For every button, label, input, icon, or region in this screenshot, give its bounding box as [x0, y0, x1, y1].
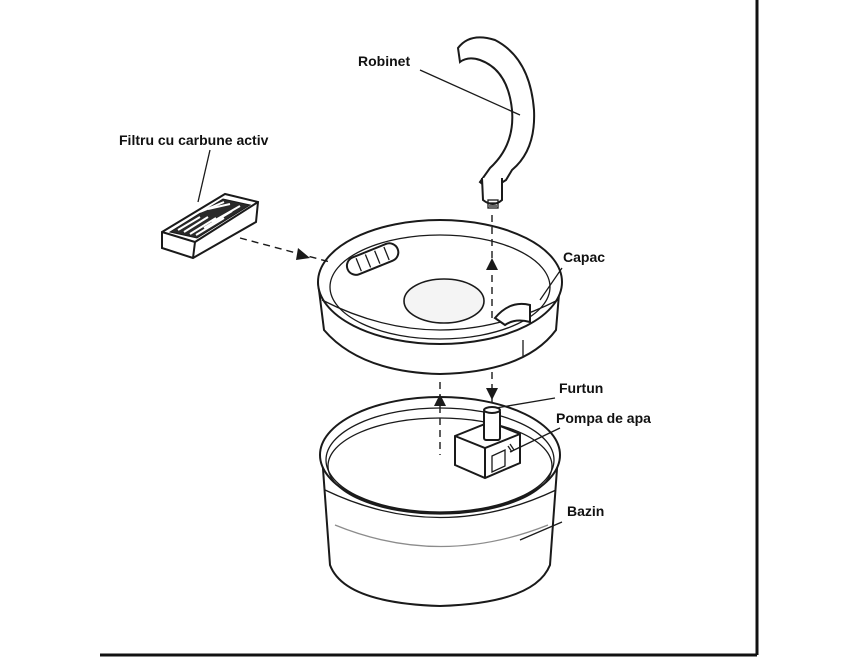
bazin-bowl	[319, 396, 561, 608]
label-pompa: Pompa de apa	[556, 410, 651, 426]
pompa-de-apa	[454, 406, 521, 480]
robinet-spout	[456, 36, 536, 209]
assembly-arrows	[239, 215, 498, 455]
filtru-carbune-activ	[161, 192, 260, 260]
label-furtun: Furtun	[559, 380, 603, 396]
label-filtru: Filtru cu carbune activ	[119, 132, 269, 148]
frame	[100, 0, 759, 657]
label-robinet: Robinet	[358, 53, 410, 69]
label-bazin: Bazin	[567, 503, 604, 519]
leader-lines	[197, 69, 563, 541]
capac-lid	[317, 219, 563, 376]
label-capac: Capac	[563, 249, 605, 265]
